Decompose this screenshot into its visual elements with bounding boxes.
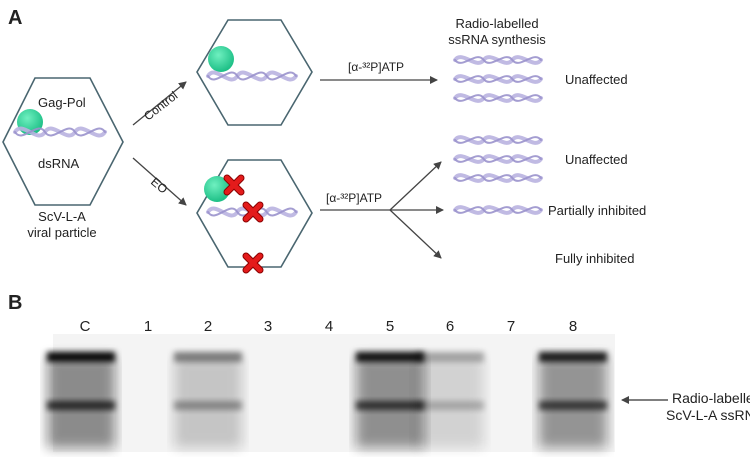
branch-arrow-unaffected: [389, 161, 442, 211]
ssrna-helix-icon: [453, 93, 543, 103]
band-label-line2: ScV-L-A ssRNA: [666, 407, 750, 423]
lane-label: C: [80, 318, 91, 335]
gel-band-ssrna: [47, 401, 115, 410]
gel-lanes: [47, 352, 607, 448]
outcome-eo-full: Fully inhibited: [555, 251, 635, 266]
eo-arrow: [132, 157, 187, 206]
ssrna-helix-icon: [453, 55, 543, 65]
ssrna-helix-icon: [453, 74, 543, 84]
reagent-label-eo: [α-³²P]ATP: [326, 191, 382, 205]
control-arrow: [132, 81, 187, 126]
lane-labels: C 1 2 3 4 5 6 7 8: [80, 318, 578, 335]
synthesis-title-line1: Radio-labelled: [455, 16, 538, 31]
particle-caption-line1: ScV-L-A: [38, 209, 86, 224]
control-hexagon: [196, 19, 313, 126]
inhibition-x-icon: [223, 174, 245, 196]
gel-lane: [539, 352, 607, 448]
lane-label: 7: [507, 318, 515, 335]
outcome-eo-unaffected: Unaffected: [565, 152, 628, 167]
gel-band-top: [174, 352, 242, 362]
gag-pol-icon: [208, 46, 234, 72]
lane-label: 6: [446, 318, 454, 335]
reagent-label-control: [α-³²P]ATP: [348, 60, 404, 74]
gel-band-top: [539, 352, 607, 362]
gel-band-ssrna: [416, 401, 484, 410]
ssrna-helix-icon: [453, 173, 543, 183]
gel-band-top: [416, 352, 484, 362]
control-arrow-label: Control: [141, 89, 180, 124]
ssrna-helix-icon: [453, 135, 543, 145]
gag-pol-icon: [204, 176, 230, 202]
gel-lane: [416, 352, 484, 448]
gel-band-ssrna: [356, 401, 424, 410]
branch-arrow-full: [389, 209, 442, 259]
lane-label: 4: [325, 318, 333, 335]
synthesis-title-line2: ssRNA synthesis: [448, 32, 546, 47]
inhibition-x-icon: [242, 201, 264, 223]
lane-label: 2: [204, 318, 212, 335]
gel-lane: [47, 352, 115, 448]
panel-a-label: A: [8, 7, 22, 29]
gel-lane: [174, 352, 242, 448]
lane-label: 1: [144, 318, 152, 335]
gel-background: [53, 334, 615, 452]
outcome-control: Unaffected: [565, 72, 628, 87]
gel-band-ssrna: [539, 401, 607, 410]
outcome-eo-partial: Partially inhibited: [548, 203, 646, 218]
dsrna-helix-icon: [13, 126, 107, 138]
lane-label: 8: [569, 318, 577, 335]
gel-band-top: [356, 352, 424, 362]
lane-label: 5: [386, 318, 394, 335]
gel-lane: [356, 352, 424, 448]
ssrna-helix-icon: [453, 154, 543, 164]
band-label-line1: Radio-labelled: [672, 390, 750, 406]
gel-band-top: [47, 352, 115, 362]
ssrna-helix-icon: [453, 205, 543, 215]
eo-arrow-label: EO: [148, 175, 170, 197]
dsrna-label: dsRNA: [38, 156, 80, 171]
gag-pol-label: Gag-Pol: [38, 95, 86, 110]
lane-label: 3: [264, 318, 272, 335]
particle-caption-line2: viral particle: [27, 225, 96, 240]
panel-b-label: B: [8, 292, 22, 314]
dsrna-helix-icon: [206, 70, 298, 82]
gel-band-ssrna: [174, 401, 242, 410]
inhibition-x-icon: [242, 252, 264, 274]
